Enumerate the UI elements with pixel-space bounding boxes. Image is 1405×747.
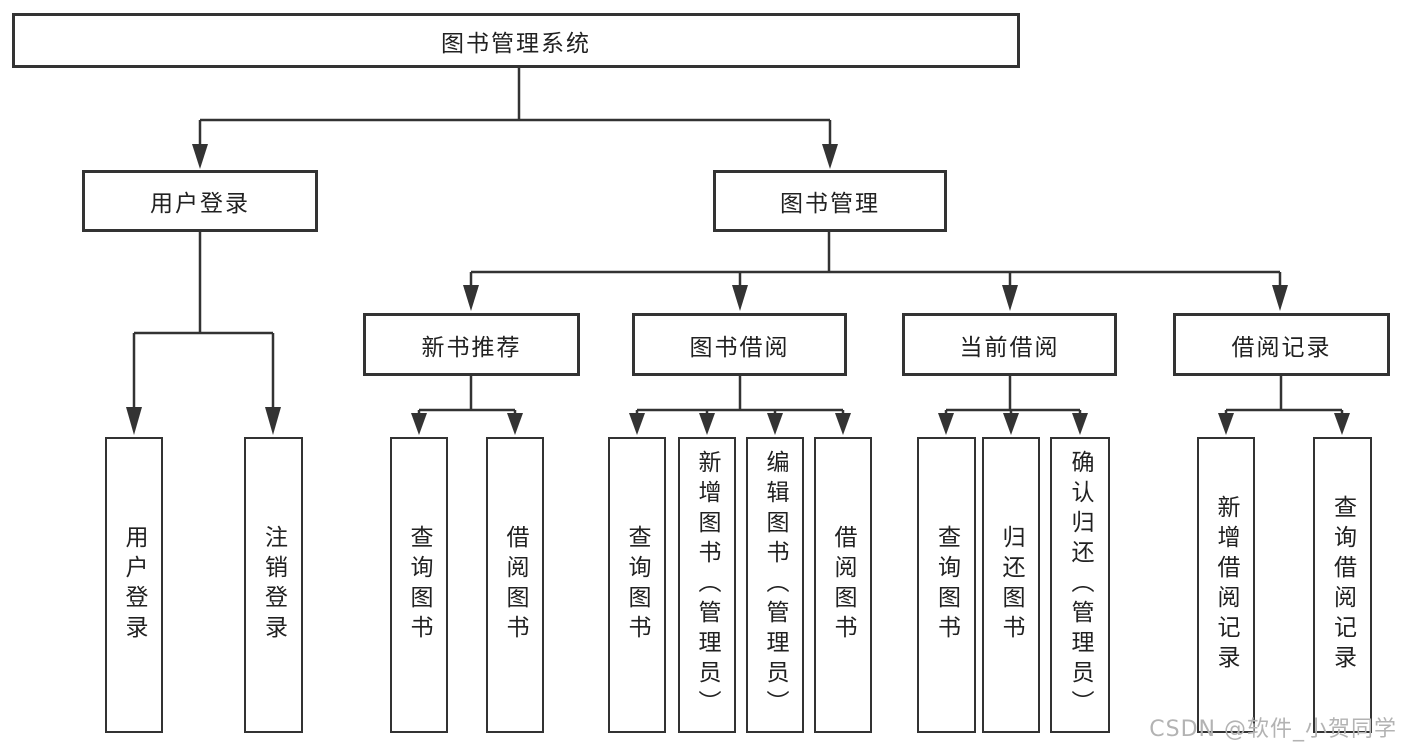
watermark: CSDN @软件_小贺同学 xyxy=(1149,717,1397,742)
node-user-login: 用户登录 xyxy=(82,170,318,232)
node-book-borrow: 图书借阅 xyxy=(632,313,847,376)
node-leaf-add-borrow-record: 新增借阅记录 xyxy=(1197,437,1255,733)
node-leaf-query-books-current: 查询图书 xyxy=(917,437,976,733)
node-current-borrow: 当前借阅 xyxy=(902,313,1117,376)
node-leaf-logout: 注销登录 xyxy=(244,437,303,733)
connector-book-borrow-to-leaves xyxy=(629,376,851,435)
node-leaf-query-books-recommend: 查询图书 xyxy=(390,437,448,733)
node-leaf-query-books-borrow: 查询图书 xyxy=(608,437,666,733)
node-borrow-records: 借阅记录 xyxy=(1173,313,1390,376)
node-leaf-return-book: 归还图书 xyxy=(982,437,1040,733)
connector-current-borrow-to-leaves xyxy=(938,376,1088,435)
connector-borrow-records-to-leaves xyxy=(1218,376,1350,435)
node-leaf-borrow-books: 借阅图书 xyxy=(814,437,872,733)
node-leaf-add-book-admin: 新增图书（管理员） xyxy=(678,437,736,733)
connector-root-to-level1 xyxy=(192,68,838,169)
node-leaf-borrow-books-recommend: 借阅图书 xyxy=(486,437,544,733)
node-leaf-confirm-return-admin: 确认归还（管理员） xyxy=(1050,437,1110,733)
node-root: 图书管理系统 xyxy=(12,13,1020,68)
connector-book-mgmt-to-level2 xyxy=(463,231,1288,311)
connector-new-book-to-leaves xyxy=(411,376,523,435)
node-new-book-recommend: 新书推荐 xyxy=(363,313,580,376)
node-leaf-edit-book-admin: 编辑图书（管理员） xyxy=(746,437,804,733)
node-book-management: 图书管理 xyxy=(713,170,947,232)
node-leaf-query-borrow-record: 查询借阅记录 xyxy=(1313,437,1372,733)
connector-user-login-to-leaves xyxy=(126,232,281,435)
node-leaf-user-login: 用户登录 xyxy=(105,437,163,733)
